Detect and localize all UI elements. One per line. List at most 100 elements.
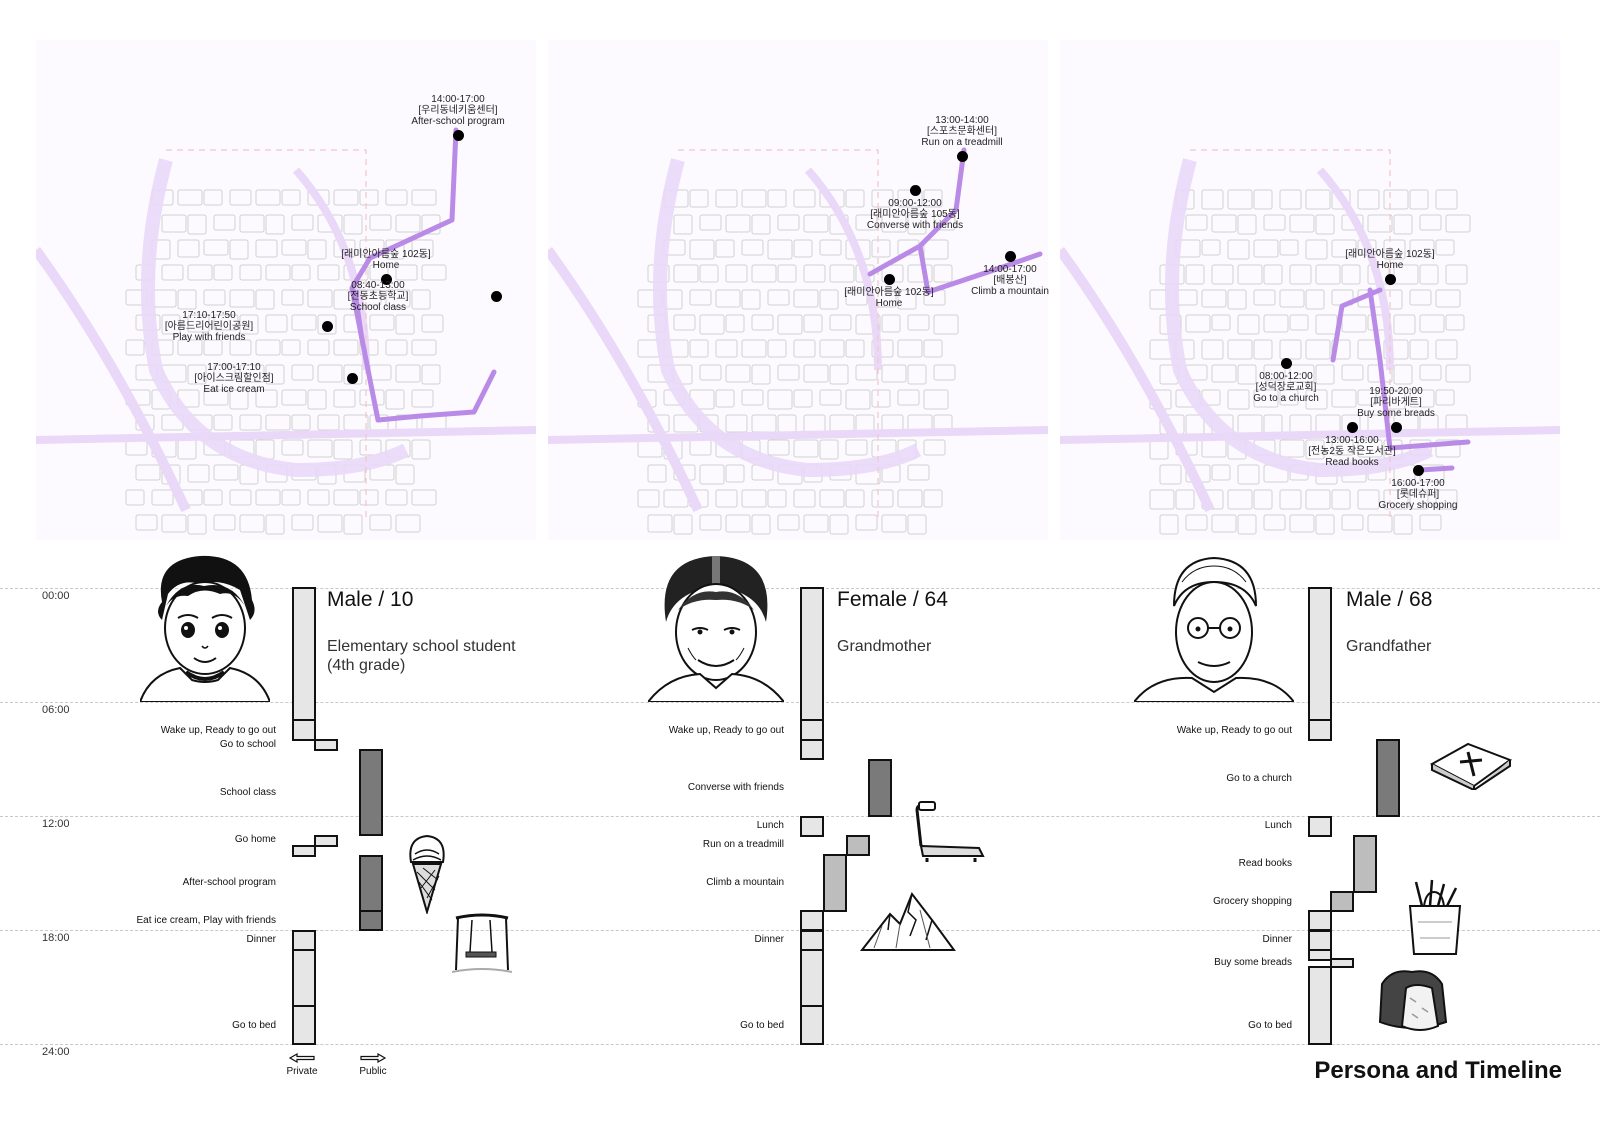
- activity-label: Dinner: [246, 934, 276, 945]
- activity-label: Go home: [234, 834, 276, 845]
- timeline-bar-private: [800, 719, 824, 741]
- activity-label: Go to school: [219, 739, 276, 750]
- location-marker-icon[interactable]: [1347, 422, 1358, 433]
- location-marker-icon[interactable]: [1413, 465, 1424, 476]
- map-location-activity: Home: [1376, 260, 1404, 271]
- timeline-bar-semi-public: [823, 854, 847, 912]
- map-location-time: 17:00-17:10: [207, 361, 261, 373]
- timeline-bar-private: [800, 816, 824, 837]
- persona-role-line1: Grandfather: [1346, 638, 1432, 655]
- activity-label: Run on a treadmill: [702, 839, 784, 850]
- location-marker-icon[interactable]: [1005, 251, 1016, 262]
- map-location-label: 08:00-12:00[성덕장로교회]Go to a church: [1176, 371, 1396, 404]
- activity-label: Wake up, Ready to go out: [668, 725, 784, 736]
- map-location-label: 19:50-20:00[파리바게트]Buy some breads: [1286, 386, 1506, 419]
- timeline-bar-transit: [1330, 958, 1354, 968]
- location-marker-icon[interactable]: [347, 373, 358, 384]
- legend-private: Private: [272, 1052, 332, 1077]
- map-panel: [래미안아름숲 102동]Home 08:00-12:00[성덕장로교회]Go t…: [1060, 40, 1560, 540]
- map-location-time: 17:10-17:50: [182, 309, 236, 321]
- map-location-activity: School class: [349, 301, 407, 313]
- timeline-bar-private: [1308, 949, 1332, 961]
- map-location-time: 13:00-14:00: [935, 115, 989, 126]
- time-label-18: 18:00: [42, 932, 70, 944]
- timeline-bar-private: [800, 930, 824, 951]
- timeline-bar-private: [1308, 930, 1332, 951]
- activity-label: Dinner: [754, 934, 784, 945]
- timeline-bar-private: [800, 949, 824, 1007]
- arrow-right-icon: [360, 1052, 387, 1064]
- map-location-label: [래미안아름숲 102동]Home: [1280, 249, 1500, 271]
- persona-role-line2: (4th grade): [327, 657, 406, 674]
- map-location-place: [전농2동 작은도서관]: [1308, 446, 1396, 457]
- timeline-bar-public: [359, 910, 383, 931]
- bible-icon: [1429, 742, 1513, 790]
- location-marker-icon[interactable]: [910, 185, 921, 196]
- timeline-bar-private: [1308, 816, 1332, 837]
- activity-label: Go to a church: [1226, 773, 1292, 784]
- timeline-bar-private: [1308, 910, 1332, 931]
- location-marker-icon[interactable]: [1385, 274, 1396, 285]
- treadmill-icon: [915, 801, 985, 862]
- map-location-place: [파리바게트]: [1370, 397, 1422, 408]
- map-location-activity: After-school program: [411, 116, 505, 127]
- map-location-activity: Play with friends: [172, 331, 246, 343]
- activity-label: Dinner: [1262, 934, 1292, 945]
- map-location-label: 17:10-17:50[아름드리어린이공원]Play with friends: [99, 310, 319, 343]
- location-marker-icon[interactable]: [453, 130, 464, 141]
- timeline-bar-private: [800, 910, 824, 931]
- activity-label: Buy some breads: [1214, 957, 1292, 968]
- map-location-activity: Converse with friends: [866, 220, 964, 231]
- activity-label: Read books: [1238, 858, 1292, 869]
- swing-icon: [452, 913, 512, 973]
- grandfather-portrait: [1134, 556, 1294, 702]
- grandmother-portrait: [648, 556, 784, 702]
- map-location-place: [래미안아름숲 102동]: [844, 287, 934, 298]
- timeline-bar-transit: [314, 835, 338, 847]
- map-location-place: [래미안아름숲 102동]: [1345, 249, 1435, 260]
- bread-icon: [1378, 970, 1448, 1031]
- persona-role: Elementary school student (4th grade): [327, 637, 567, 675]
- location-marker-icon[interactable]: [381, 274, 392, 285]
- map-location-time: 08:40-13:00: [351, 279, 405, 291]
- time-label-12: 12:00: [42, 818, 70, 830]
- neighborhood-map: [36, 40, 536, 540]
- location-marker-icon[interactable]: [322, 321, 333, 332]
- boy-portrait: [140, 555, 270, 702]
- activity-label: Go to bed: [1248, 1020, 1292, 1031]
- location-marker-icon[interactable]: [1391, 422, 1402, 433]
- location-marker-icon[interactable]: [1281, 358, 1292, 369]
- timeline-bar-semi-public: [846, 835, 870, 856]
- map-location-activity: Buy some breads: [1357, 408, 1435, 419]
- persona-role: Grandfather: [1346, 637, 1586, 656]
- legend-private-label: Private: [286, 1066, 318, 1077]
- neighborhood-map: [1060, 40, 1560, 540]
- activity-label: Grocery shopping: [1213, 896, 1292, 907]
- map-location-activity: Home: [875, 298, 903, 309]
- time-label-24: 24:00: [42, 1046, 70, 1058]
- persona-role: Grandmother: [837, 637, 1077, 656]
- map-location-time: 16:00-17:00: [1391, 478, 1445, 489]
- map-location-activity: Climb a mountain: [971, 286, 1049, 297]
- map-location-place: [래미안아름숲 102동]: [341, 249, 431, 260]
- location-marker-icon[interactable]: [491, 291, 502, 302]
- map-location-label: 14:00-17:00[배봉산]Climb a mountain: [900, 264, 1120, 297]
- time-label-00: 00:00: [42, 590, 70, 602]
- page-title: Persona and Timeline: [1314, 1057, 1562, 1084]
- map-location-time: 13:00-16:00: [1325, 435, 1379, 446]
- map-location-label: [래미안아름숲 102동]Home: [276, 249, 496, 271]
- timeline-bar-private: [800, 587, 824, 721]
- location-marker-icon[interactable]: [884, 274, 895, 285]
- location-marker-icon[interactable]: [957, 151, 968, 162]
- persona-title: Female / 64: [837, 588, 948, 611]
- timeline-bar-private: [800, 739, 824, 760]
- timeline-bar-transit: [292, 845, 316, 857]
- activity-label: Wake up, Ready to go out: [1176, 725, 1292, 736]
- map-location-label: 09:00-12:00[래미안아름숲 105동]Converse with fr…: [805, 198, 1025, 231]
- map-location-place: [아름드리어린이공원]: [164, 320, 254, 332]
- activity-label: School class: [219, 787, 276, 798]
- map-location-place: [롯데슈퍼]: [1396, 489, 1440, 500]
- activity-label: Eat ice cream, Play with friends: [136, 915, 277, 926]
- timeline-bar-private: [1308, 719, 1332, 741]
